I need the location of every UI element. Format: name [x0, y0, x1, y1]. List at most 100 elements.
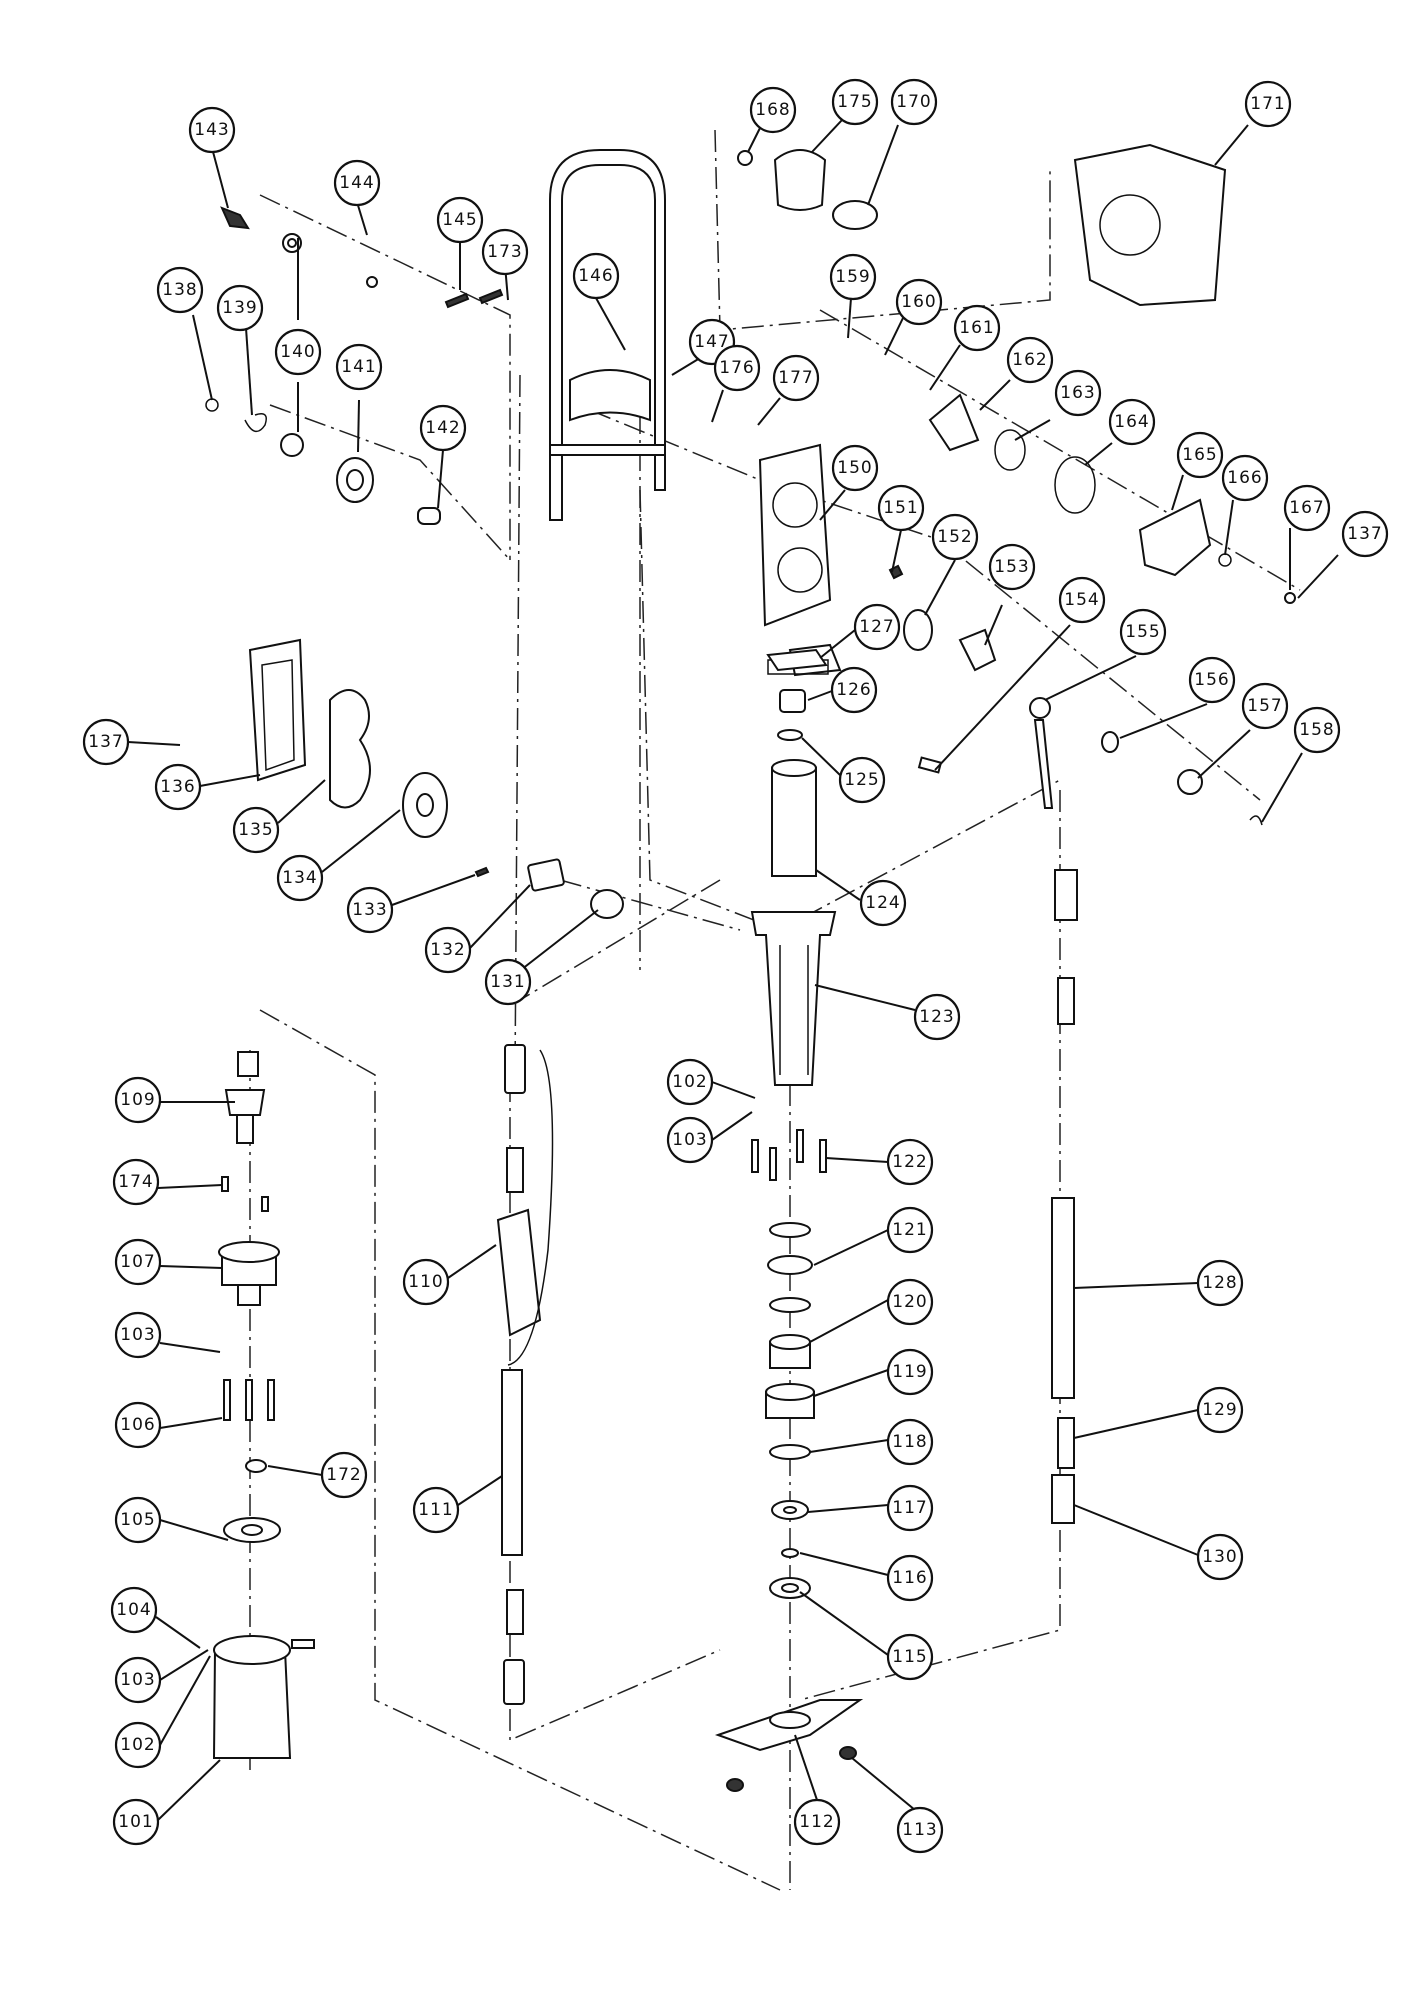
callout-176: 176 — [713, 344, 761, 392]
callout-106: 106 — [114, 1401, 162, 1449]
callout-113: 113 — [896, 1806, 944, 1854]
svg-text:131: 131 — [490, 972, 525, 992]
svg-text:150: 150 — [837, 458, 872, 478]
callout-165: 165 — [1176, 431, 1224, 479]
callout-117: 117 — [886, 1484, 934, 1532]
callout-161: 161 — [953, 304, 1001, 352]
callout-102-center: 102 — [666, 1058, 714, 1106]
left-column-parts — [212, 1051, 315, 1759]
callout-173: 173 — [481, 228, 529, 276]
callout-103-upper: 103 — [114, 1311, 162, 1359]
callout-101: 101 — [112, 1798, 160, 1846]
callout-107: 107 — [114, 1238, 162, 1286]
svg-text:141: 141 — [341, 357, 376, 377]
callout-128: 128 — [1196, 1259, 1244, 1307]
callout-127: 127 — [853, 603, 901, 651]
callout-126: 126 — [830, 666, 878, 714]
svg-text:170: 170 — [896, 92, 931, 112]
callout-119: 119 — [886, 1348, 934, 1396]
svg-text:110: 110 — [408, 1272, 443, 1292]
callout-167: 167 — [1283, 484, 1331, 532]
svg-text:118: 118 — [892, 1432, 927, 1452]
callout-121: 121 — [886, 1206, 934, 1254]
callout-172: 172 — [320, 1451, 368, 1499]
callout-130: 130 — [1196, 1533, 1244, 1581]
svg-text:137: 137 — [88, 732, 123, 752]
callout-151: 151 — [877, 484, 925, 532]
svg-text:109: 109 — [120, 1090, 155, 1110]
callout-135: 135 — [232, 806, 280, 854]
svg-text:103: 103 — [120, 1325, 155, 1345]
callout-145: 145 — [436, 196, 484, 244]
callout-103-lower: 103 — [114, 1656, 162, 1704]
svg-text:151: 151 — [883, 498, 918, 518]
svg-text:116: 116 — [892, 1568, 927, 1588]
svg-text:133: 133 — [352, 900, 387, 920]
svg-text:143: 143 — [194, 120, 229, 140]
svg-text:175: 175 — [837, 92, 872, 112]
callout-118: 118 — [886, 1418, 934, 1466]
svg-text:113: 113 — [902, 1820, 937, 1840]
callout-131: 131 — [484, 958, 532, 1006]
callout-110: 110 — [402, 1258, 450, 1306]
callout-164: 164 — [1108, 398, 1156, 446]
callout-175: 175 — [831, 78, 879, 126]
svg-text:168: 168 — [755, 100, 790, 120]
callout-120: 120 — [886, 1278, 934, 1326]
callout-111: 111 — [412, 1486, 460, 1534]
svg-text:123: 123 — [919, 1007, 954, 1027]
right-column-parts — [1051, 869, 1078, 1524]
callout-140: 140 — [274, 328, 322, 376]
callout-103-center: 103 — [666, 1116, 714, 1164]
svg-text:124: 124 — [865, 893, 900, 913]
svg-text:125: 125 — [844, 770, 879, 790]
callout-174: 174 — [112, 1158, 160, 1206]
svg-text:104: 104 — [116, 1600, 151, 1620]
svg-text:102: 102 — [120, 1735, 155, 1755]
svg-text:129: 129 — [1202, 1400, 1237, 1420]
callout-155: 155 — [1119, 608, 1167, 656]
callout-138: 138 — [156, 266, 204, 314]
svg-text:111: 111 — [418, 1500, 453, 1520]
svg-text:101: 101 — [118, 1812, 153, 1832]
callout-102-left: 102 — [114, 1721, 162, 1769]
svg-text:158: 158 — [1299, 720, 1334, 740]
svg-text:144: 144 — [339, 173, 374, 193]
svg-text:177: 177 — [778, 368, 813, 388]
svg-text:102: 102 — [672, 1072, 707, 1092]
callout-168: 168 — [749, 86, 797, 134]
callout-133: 133 — [346, 886, 394, 934]
callout-160: 160 — [895, 278, 943, 326]
svg-text:167: 167 — [1289, 498, 1324, 518]
svg-text:162: 162 — [1012, 350, 1047, 370]
svg-text:146: 146 — [578, 266, 613, 286]
callout-105: 105 — [114, 1496, 162, 1544]
callout-116: 116 — [886, 1554, 934, 1602]
svg-text:103: 103 — [672, 1130, 707, 1150]
svg-text:127: 127 — [859, 617, 894, 637]
left-cover-parts — [248, 638, 624, 919]
svg-text:152: 152 — [937, 527, 972, 547]
handle-frame — [549, 149, 666, 521]
svg-text:159: 159 — [835, 267, 870, 287]
callout-123: 123 — [913, 993, 961, 1041]
callout-162: 162 — [1006, 336, 1054, 384]
drive-parts — [888, 564, 1263, 826]
callout-141: 141 — [335, 343, 383, 391]
callout-129: 129 — [1196, 1386, 1244, 1434]
svg-text:115: 115 — [892, 1647, 927, 1667]
svg-text:157: 157 — [1247, 696, 1282, 716]
svg-text:163: 163 — [1060, 383, 1095, 403]
svg-text:103: 103 — [120, 1670, 155, 1690]
callout-152: 152 — [931, 513, 979, 561]
callout-170: 170 — [890, 78, 938, 126]
svg-text:117: 117 — [892, 1498, 927, 1518]
callout-137-right: 137 — [1341, 510, 1389, 558]
callout-163: 163 — [1054, 369, 1102, 417]
callout-156: 156 — [1188, 656, 1236, 704]
svg-text:171: 171 — [1250, 94, 1285, 114]
upper-left-parts — [205, 206, 504, 525]
svg-text:153: 153 — [994, 557, 1029, 577]
callout-146: 146 — [572, 252, 620, 300]
